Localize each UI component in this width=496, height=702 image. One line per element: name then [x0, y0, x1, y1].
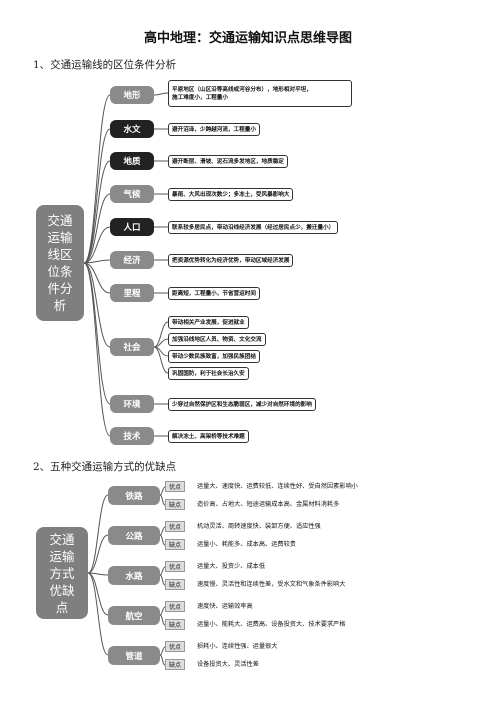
branch-climate: 气候	[110, 185, 154, 203]
mode-pipeline: 管道	[108, 646, 160, 665]
leaf-text: 平原地区（山区沿等高线或河谷分布），地形相对平坦，	[172, 86, 312, 93]
dis-tag: 缺点	[165, 579, 185, 590]
leaf-society-3: 带动少数民族致富，加强民族团结	[168, 350, 260, 363]
leaf-society-4: 巩固国防，利于社会长治久安	[168, 367, 249, 380]
branch-economy: 经济	[110, 251, 154, 269]
dis-tag: 缺点	[165, 539, 185, 550]
leaf-economy: 把资源优势转化为经济优势，带动区域经济发展	[168, 254, 294, 267]
highway-disadvantages: 运量小、耗能多、成本高、运费较贵	[197, 541, 296, 548]
adv-tag: 优点	[165, 561, 185, 572]
pipeline-advantages: 损耗小、连续性强、运量很大	[197, 643, 278, 650]
leaf-environment: 少穿过自然保护区和生态脆弱区，减少对自然环境的影响	[168, 398, 316, 411]
root-line: 交通	[49, 531, 75, 547]
branch-terrain: 地形	[110, 86, 154, 104]
leaf-technology: 解决冻土、高架桥等技术难题	[168, 430, 249, 443]
root-line: 交通	[47, 213, 73, 228]
adv-tag: 优点	[165, 641, 185, 652]
root-line: 位条	[47, 264, 73, 279]
root-line: 线区	[47, 247, 73, 262]
root-line: 析	[53, 298, 67, 313]
mode-waterway: 水路	[108, 566, 160, 585]
root-line: 件分	[47, 281, 73, 296]
branch-technology: 技术	[110, 427, 154, 445]
leaf-society-1: 带动相关产业发展，促进就业	[168, 316, 249, 329]
adv-tag: 优点	[165, 481, 185, 492]
dis-tag: 缺点	[165, 619, 185, 630]
leaf-society-2: 加强沿线地区人员、物资、文化交流	[168, 333, 266, 346]
page-title: 高中地理：交通运输知识点思维导图	[143, 31, 352, 46]
root-line: 方式	[49, 565, 75, 581]
leaf-distance: 距离短，工程量小，节省营运时间	[168, 287, 260, 300]
root-line: 运输	[47, 230, 73, 245]
waterway-disadvantages: 速度慢、灵活性和连续性差，受水文和气象条件影响大	[197, 581, 346, 588]
branch-environment: 环境	[110, 395, 154, 413]
highway-advantages: 机动灵活、周转速度快、装卸方便、适应性强	[197, 523, 321, 530]
adv-tag: 优点	[165, 601, 185, 612]
mode-highway: 公路	[108, 526, 160, 545]
root-line: 优缺	[49, 582, 75, 598]
root-line: 运输	[49, 548, 75, 564]
branch-geology: 地质	[110, 152, 154, 170]
section1-heading: 1、交通运输线的区位条件分析	[33, 59, 177, 71]
railway-advantages: 运量大、速度快、运费较低、连续性好、受自然因素影响小	[197, 483, 358, 490]
mode-railway: 铁路	[108, 486, 160, 505]
root-line: 点	[55, 599, 69, 615]
branch-society: 社会	[110, 338, 154, 356]
leaf-text: 施工难度小，工程量小	[172, 94, 228, 101]
branch-population: 人口	[110, 218, 154, 236]
leaf-climate: 暴雨、大风出现次数少；多冻土，受风暴影响大	[168, 188, 294, 201]
section2-heading: 2、五种交通运输方式的优缺点	[33, 461, 177, 473]
adv-tag: 优点	[165, 521, 185, 532]
section1-root-node: 交通 运输 线区 位条 件分 析	[36, 205, 84, 321]
railway-disadvantages: 造价高、占地大、短途运输成本高、金属材料消耗多	[197, 501, 340, 508]
aviation-disadvantages: 运量小、能耗大、运费高、设备投资大、技术要求严格	[197, 621, 346, 628]
section2-root-node: 交通 运输 方式 优缺 点	[36, 527, 88, 619]
mode-aviation: 航空	[108, 606, 160, 625]
leaf-population: 联系较多居民点，带动沿线经济发展（经过居民点少，搬迁量小）	[168, 221, 339, 234]
leaf-terrain: 平原地区（山区沿等高线或河谷分布），地形相对平坦， 施工难度小，工程量小	[168, 80, 352, 107]
dis-tag: 缺点	[165, 659, 185, 670]
leaf-geology: 避开断层、滑坡、泥石流多发地区，地质稳定	[168, 155, 288, 168]
branch-distance: 里程	[110, 284, 154, 302]
leaf-hydrology: 避开沼泽，少跨越河流，工程量小	[168, 123, 260, 136]
dis-tag: 缺点	[165, 499, 185, 510]
pipeline-disadvantages: 设备投资大、灵活性差	[197, 661, 259, 668]
aviation-advantages: 速度快、运输效率高	[197, 603, 253, 610]
waterway-advantages: 运量大、投资少、成本低	[197, 563, 266, 570]
branch-hydrology: 水文	[110, 120, 154, 138]
